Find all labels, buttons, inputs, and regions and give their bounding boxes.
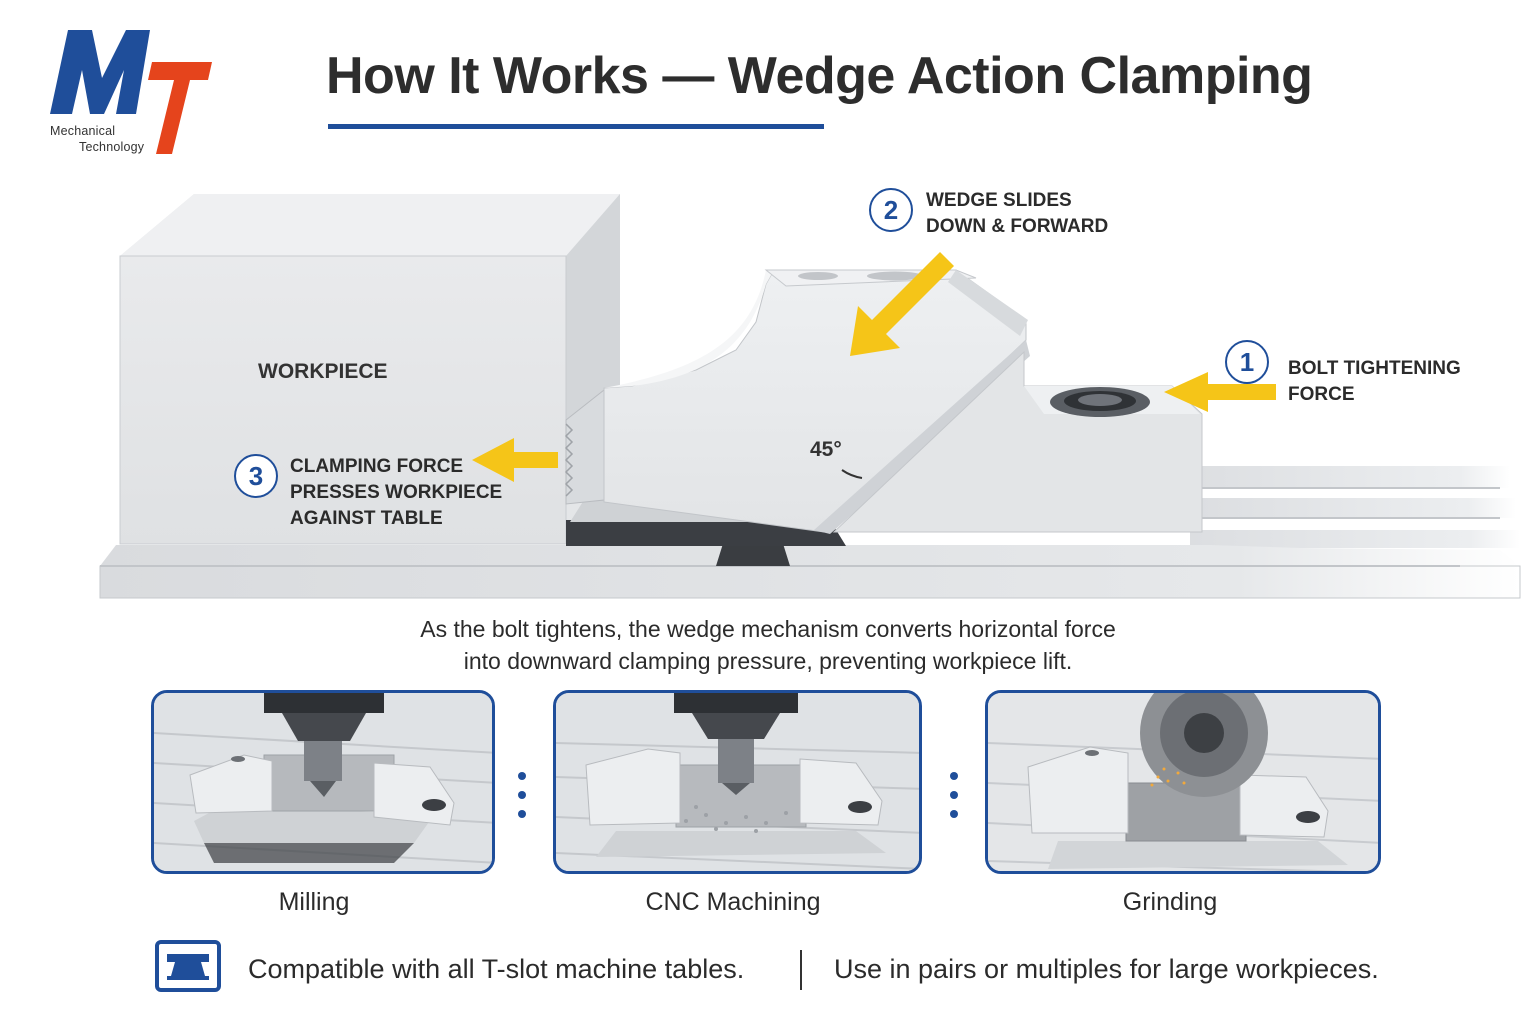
wedge-clamp-diagram: WORKPIECE 45° 1 BOLT TIGHTENING FORCE 2 …	[0, 180, 1536, 620]
footer-usage-text: Use in pairs or multiples for large work…	[834, 954, 1379, 984]
footer-divider	[800, 950, 802, 990]
grinding-wheel-icon	[988, 693, 1378, 871]
force-arrow-wedge	[850, 252, 954, 356]
step-1-line-1: BOLT TIGHTENING	[1288, 358, 1461, 379]
mt-logo	[50, 30, 212, 154]
angle-label: 45°	[810, 438, 842, 461]
grinding-panel	[985, 690, 1381, 874]
cnc-machining-panel	[553, 690, 922, 874]
separator-dots-2	[950, 772, 960, 829]
footer-compatibility-text: Compatible with all T-slot machine table…	[248, 954, 745, 984]
logo-m-letter	[50, 30, 150, 114]
step-1-text: BOLT TIGHTENING FORCE	[1288, 356, 1461, 408]
separator-dots-1	[518, 772, 528, 829]
step-3-badge: 3	[234, 454, 278, 498]
cnc-spindle-icon	[556, 693, 919, 871]
step-2-line-2: DOWN & FORWARD	[926, 216, 1109, 237]
page-title: How It Works — Wedge Action Clamping	[326, 47, 1313, 105]
step-1-badge: 1	[1225, 340, 1269, 384]
application-label-grinding: Grinding	[1122, 888, 1218, 916]
step-3-line-2: PRESSES WORKPIECE	[290, 482, 503, 503]
title-underline	[328, 124, 824, 129]
application-label-cnc: CNC Machining	[645, 888, 821, 916]
logo-t-letter	[148, 62, 212, 154]
logo-line-1: Mechanical	[50, 124, 116, 138]
clamp-illustration	[99, 194, 1521, 599]
step-2-line-1: WEDGE SLIDES	[926, 190, 1072, 211]
step-2-badge: 2	[869, 188, 913, 232]
force-arrow-bolt	[1164, 372, 1276, 412]
step-2-text: WEDGE SLIDES DOWN & FORWARD	[926, 188, 1108, 240]
step-3-line-1: CLAMPING FORCE	[290, 456, 464, 477]
caption-line-1: As the bolt tightens, the wedge mechanis…	[420, 616, 1116, 642]
milling-panel	[151, 690, 495, 874]
t-slot-rails	[1180, 466, 1520, 548]
rear-bolt-block	[832, 350, 1203, 533]
application-label-milling: Milling	[278, 888, 350, 916]
end-mill-icon	[154, 693, 492, 871]
step-1-line-2: FORCE	[1288, 384, 1355, 405]
step-3-text: CLAMPING FORCE PRESSES WORKPIECE AGAINST…	[290, 454, 502, 532]
step-3-line-3: AGAINST TABLE	[290, 508, 443, 529]
workpiece-label: WORKPIECE	[258, 360, 388, 383]
t-slot-icon	[155, 940, 221, 992]
logo-line-2: Technology	[79, 140, 145, 154]
angle-arc	[841, 469, 863, 479]
machine-table	[99, 534, 1521, 599]
caption-line-2: into downward clamping pressure, prevent…	[463, 648, 1073, 674]
force-arrow-clamp	[472, 438, 558, 482]
